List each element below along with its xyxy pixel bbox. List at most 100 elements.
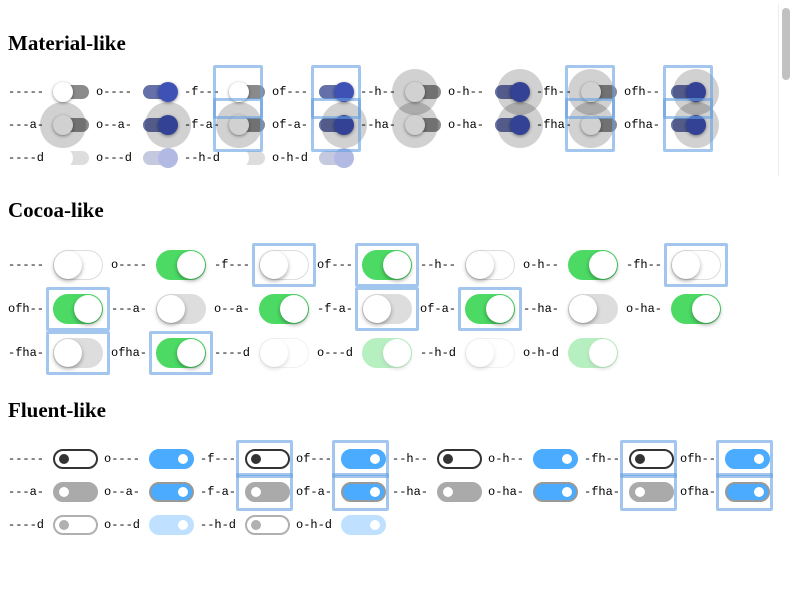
switch-thumb[interactable] [510, 81, 530, 102]
toggle-switch[interactable] [663, 64, 719, 119]
toggle-switch[interactable] [311, 64, 361, 119]
switch-thumb[interactable] [754, 453, 764, 464]
toggle-switch[interactable] [259, 338, 309, 368]
switch-thumb[interactable] [260, 251, 288, 279]
toggle-switch[interactable] [141, 101, 191, 148]
switch-thumb[interactable] [178, 519, 188, 530]
switch-thumb[interactable] [229, 114, 249, 135]
toggle-switch[interactable] [565, 64, 617, 119]
switch-thumb[interactable] [157, 295, 185, 323]
switch-thumb[interactable] [177, 251, 205, 279]
switch-thumb[interactable] [443, 453, 453, 464]
toggle-switch[interactable] [149, 331, 213, 375]
toggle-switch[interactable] [236, 472, 293, 511]
scrollbar[interactable] [778, 4, 793, 176]
toggle-switch[interactable] [392, 68, 441, 115]
switch-thumb[interactable] [466, 339, 494, 367]
switch-thumb[interactable] [383, 251, 411, 279]
switch-thumb[interactable] [158, 81, 178, 102]
switch-thumb[interactable] [589, 339, 617, 367]
switch-thumb[interactable] [53, 81, 73, 102]
switch-thumb[interactable] [54, 339, 82, 367]
toggle-switch[interactable] [533, 481, 578, 502]
toggle-switch[interactable] [46, 331, 110, 375]
switch-thumb[interactable] [569, 295, 597, 323]
toggle-switch[interactable] [149, 448, 194, 469]
toggle-switch[interactable] [229, 147, 265, 168]
toggle-switch[interactable] [332, 439, 389, 478]
toggle-switch[interactable] [465, 338, 515, 368]
toggle-switch[interactable] [53, 81, 89, 102]
switch-thumb[interactable] [581, 81, 601, 102]
toggle-switch[interactable] [40, 101, 89, 148]
toggle-switch[interactable] [493, 101, 543, 148]
toggle-switch[interactable] [46, 287, 110, 331]
toggle-switch[interactable] [362, 338, 412, 368]
toggle-switch[interactable] [355, 243, 419, 287]
switch-thumb[interactable] [363, 295, 391, 323]
toggle-switch[interactable] [664, 243, 728, 287]
toggle-switch[interactable] [533, 448, 578, 469]
toggle-switch[interactable] [671, 294, 721, 324]
switch-thumb[interactable] [405, 81, 425, 102]
toggle-switch[interactable] [245, 514, 290, 535]
switch-thumb[interactable] [383, 339, 411, 367]
switch-thumb[interactable] [251, 453, 261, 464]
toggle-switch[interactable] [663, 97, 719, 152]
switch-thumb[interactable] [672, 251, 700, 279]
toggle-switch[interactable] [458, 287, 522, 331]
toggle-switch[interactable] [568, 250, 618, 280]
switch-thumb[interactable] [562, 453, 572, 464]
switch-thumb[interactable] [754, 486, 764, 497]
toggle-switch[interactable] [392, 101, 441, 148]
toggle-switch[interactable] [156, 294, 206, 324]
switch-thumb[interactable] [635, 486, 645, 497]
switch-thumb[interactable] [59, 519, 69, 530]
toggle-switch[interactable] [620, 439, 677, 478]
toggle-switch[interactable] [355, 287, 419, 331]
switch-thumb[interactable] [59, 453, 69, 464]
switch-thumb[interactable] [74, 295, 102, 323]
toggle-switch[interactable] [252, 243, 316, 287]
toggle-switch[interactable] [53, 514, 98, 535]
switch-thumb[interactable] [251, 519, 261, 530]
toggle-switch[interactable] [716, 439, 773, 478]
toggle-switch[interactable] [332, 472, 389, 511]
switch-thumb[interactable] [334, 114, 354, 135]
switch-thumb[interactable] [686, 114, 706, 135]
toggle-switch[interactable] [236, 439, 293, 478]
switch-thumb[interactable] [466, 251, 494, 279]
scrollbar-thumb[interactable] [782, 8, 790, 80]
switch-thumb[interactable] [229, 81, 249, 102]
toggle-switch[interactable] [259, 294, 309, 324]
switch-thumb[interactable] [370, 519, 380, 530]
switch-thumb[interactable] [178, 453, 188, 464]
switch-thumb[interactable] [589, 251, 617, 279]
switch-thumb[interactable] [229, 147, 249, 168]
toggle-switch[interactable] [341, 514, 386, 535]
toggle-switch[interactable] [53, 250, 103, 280]
switch-thumb[interactable] [59, 486, 69, 497]
switch-thumb[interactable] [158, 147, 178, 168]
switch-thumb[interactable] [178, 486, 188, 497]
switch-thumb[interactable] [53, 114, 73, 135]
toggle-switch[interactable] [213, 97, 265, 152]
switch-thumb[interactable] [486, 295, 514, 323]
switch-thumb[interactable] [280, 295, 308, 323]
toggle-switch[interactable] [53, 448, 98, 469]
switch-thumb[interactable] [334, 147, 354, 168]
toggle-switch[interactable] [213, 64, 265, 119]
toggle-switch[interactable] [53, 147, 89, 168]
switch-thumb[interactable] [370, 486, 380, 497]
switch-thumb[interactable] [562, 486, 572, 497]
switch-thumb[interactable] [158, 114, 178, 135]
switch-thumb[interactable] [692, 295, 720, 323]
toggle-switch[interactable] [568, 338, 618, 368]
toggle-switch[interactable] [141, 81, 178, 102]
toggle-switch[interactable] [620, 472, 677, 511]
toggle-switch[interactable] [568, 294, 618, 324]
toggle-switch[interactable] [493, 68, 543, 115]
toggle-switch[interactable] [141, 147, 178, 168]
switch-thumb[interactable] [510, 114, 530, 135]
toggle-switch[interactable] [149, 514, 194, 535]
